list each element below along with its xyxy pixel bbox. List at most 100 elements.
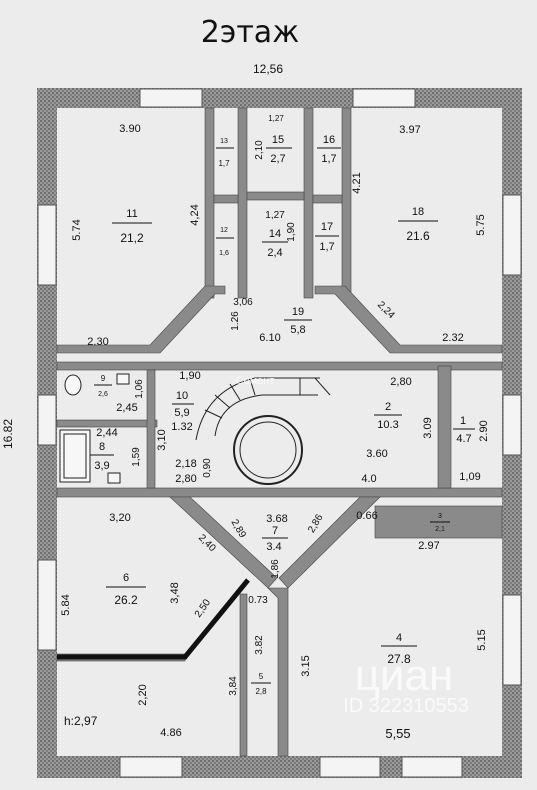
room-dimension: 2.90 <box>478 420 490 441</box>
room-18: 18 21.6 3.97 5.75 4.21 2.32 <box>351 124 487 344</box>
room-6: 3,20 6 26.2 3,48 2,50 5.84 2,20 4.86 <box>60 512 213 739</box>
room-dimension: 5.15 <box>476 629 488 650</box>
room-number: 2 <box>385 401 391 413</box>
ceiling-height-label: h:2,97 <box>64 714 98 728</box>
interior-walls <box>56 107 503 757</box>
plan-title: 2этаж <box>201 15 299 50</box>
room-dimension: 4.86 <box>160 727 181 739</box>
room-dimension: 1,27 <box>268 114 284 123</box>
room-12: 12 1,6 <box>216 227 234 257</box>
room-dimension: 2,10 <box>254 140 265 160</box>
room-area: 1,7 <box>321 153 336 165</box>
room-dimension: 2.32 <box>442 332 463 344</box>
room-number: 18 <box>412 206 424 218</box>
room-area: 26.2 <box>114 593 138 607</box>
room-dimension: 4.0 <box>361 473 376 485</box>
room-dimension: 2,18 <box>175 458 196 470</box>
room-number: 13 <box>220 138 228 145</box>
room-dimension: 1.32 <box>171 421 192 433</box>
room-dimension: 3,20 <box>109 512 130 524</box>
room-dimension: 1,27 <box>265 210 285 221</box>
room-dimension: 1,06 <box>134 379 145 399</box>
watermark: Cемонт циан ID 322310553 <box>236 375 469 717</box>
room-dimension: 2,80 <box>175 473 196 485</box>
room-dimension: 1,09 <box>459 471 480 483</box>
overall-width-label: 12,56 <box>253 62 283 76</box>
room-area: 2,8 <box>255 687 267 696</box>
room-dimension: 0.73 <box>248 595 268 606</box>
room-area: 3,9 <box>94 460 109 472</box>
room-16: 16 1,7 <box>317 134 341 165</box>
room-dimension: 2.30 <box>87 336 108 348</box>
room-dimension: 2,24 <box>375 299 397 321</box>
room-dimension: 3.82 <box>254 635 265 655</box>
room-area: 21.6 <box>406 229 430 243</box>
room-dimension: 2,20 <box>137 684 149 705</box>
room-dimension: 3,06 <box>233 297 253 308</box>
room-dimension: 2.97 <box>418 540 439 552</box>
room-dimension: 1,86 <box>270 559 281 579</box>
room-dimension: 3.97 <box>399 124 420 136</box>
room-dimension: 3,10 <box>156 429 168 450</box>
room-10: 1,90 10 5,9 1.32 3,10 2,18 2,80 0,90 <box>156 370 213 485</box>
room-8: 2,44 8 3,9 1,59 <box>90 427 142 472</box>
room-11: 11 21,2 3.90 5.74 4,24 2.30 <box>71 123 201 348</box>
room-dimension: 5.74 <box>71 219 83 240</box>
room-dimension: 6.10 <box>259 332 280 344</box>
room-dimension: 0,90 <box>202 458 213 478</box>
room-dimension: 5.84 <box>60 594 72 615</box>
room-number: 1 <box>460 415 466 427</box>
room-17: 17 1,7 <box>315 221 339 253</box>
room-area: 10.3 <box>377 419 398 431</box>
room-area: 2,1 <box>435 526 445 533</box>
room-area: 5,9 <box>174 407 189 419</box>
room-dimension: 3,48 <box>169 582 181 603</box>
watermark-brand-logo: циан <box>355 651 454 700</box>
toilet-fixture <box>64 373 130 396</box>
room-dimension: 1.26 <box>230 311 241 331</box>
room-dimension: 3,84 <box>228 676 239 696</box>
room-area: 1,7 <box>218 159 230 168</box>
room-dimension: 4.21 <box>351 172 363 193</box>
room-area: 27.8 <box>387 652 411 666</box>
room-dimension: 3.68 <box>266 513 287 525</box>
room-dimension: 4,24 <box>189 204 201 225</box>
room-number: 4 <box>396 632 402 644</box>
room-number: 11 <box>126 208 137 220</box>
room-15: 1,27 15 2,7 2,10 <box>254 114 292 165</box>
room-4: 4 27.8 3.15 5.15 5,55 <box>300 629 488 741</box>
staircase <box>195 377 331 485</box>
room-area: 3.4 <box>266 541 281 553</box>
room-dimension: 2,44 <box>96 427 117 439</box>
room-number: 8 <box>99 441 105 453</box>
room-number: 5 <box>259 672 264 681</box>
room-2: 2,80 2 10.3 3.09 3.60 4.0 <box>361 376 434 485</box>
room-dimension: 5,55 <box>385 726 410 741</box>
room-dimension: 3.60 <box>366 448 387 460</box>
room-dimension: 1,90 <box>286 222 297 242</box>
room-number: 16 <box>323 134 335 146</box>
room-area: 1,6 <box>219 250 229 257</box>
room-dimension: 2,86 <box>306 512 325 535</box>
room-number: 6 <box>123 572 129 584</box>
partition-line <box>57 578 250 660</box>
windows <box>37 88 522 778</box>
room-area: 5,8 <box>290 324 305 336</box>
room-number: 19 <box>292 306 304 318</box>
room-dimension: 5.75 <box>475 214 487 235</box>
room-1: 1 4.7 2.90 1,09 <box>453 415 490 483</box>
room-3: 0.66 3 2,1 2.97 <box>356 510 450 552</box>
room-area: 1,7 <box>319 241 334 253</box>
overall-height-label: 16.82 <box>1 419 15 449</box>
room-number: 12 <box>220 227 228 234</box>
room-dimension: 1,59 <box>131 447 142 467</box>
room-dimension: 3.90 <box>119 123 140 135</box>
room-dimension: 2,80 <box>390 376 411 388</box>
room-dimension: 2,45 <box>116 402 137 414</box>
room-number: 3 <box>438 513 442 520</box>
room-9: 9 2,6 1,06 2,45 <box>94 374 145 414</box>
room-dimension: 3.15 <box>300 655 312 676</box>
room-area: 21,2 <box>120 231 144 245</box>
room-number: 15 <box>272 134 284 146</box>
